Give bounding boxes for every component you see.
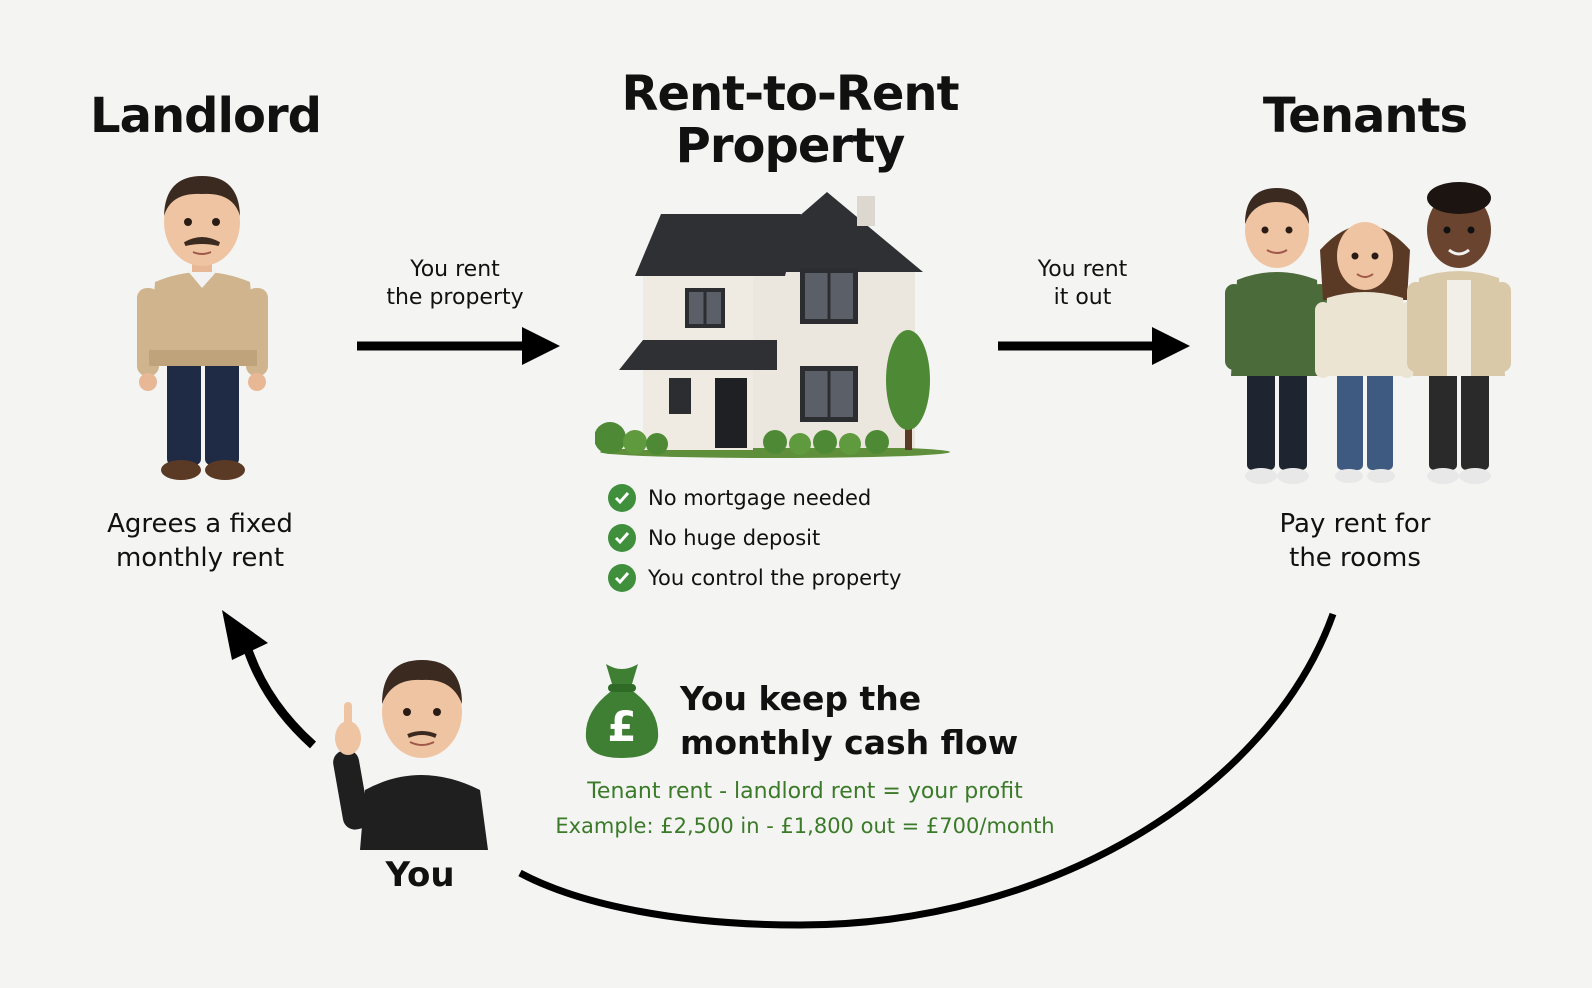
landlord-heading: Landlord	[90, 88, 322, 144]
check-icon	[608, 564, 636, 592]
tenants-heading: Tenants	[1262, 88, 1468, 144]
you-figure	[333, 660, 488, 850]
benefit-label: No mortgage needed	[648, 486, 872, 510]
profit-formula: Tenant rent - landlord rent = your profi…	[587, 779, 1023, 804]
property-heading-line1: Rent-to-Rent	[621, 66, 959, 122]
tenant-figure	[1225, 188, 1329, 484]
tenants-caption-line2: the rooms	[1289, 543, 1421, 573]
landlord-caption-line1: Agrees a fixed	[107, 509, 293, 539]
arrow-label-to-tenants: You rent it out	[1000, 256, 1165, 312]
arrow-label-to-property-line1: You rent	[410, 257, 500, 282]
tenant-figure	[1315, 222, 1415, 483]
check-icon	[608, 484, 636, 512]
profit-example: Example: £2,500 in - £1,800 out = £700/m…	[555, 814, 1055, 838]
arrow-to-property	[357, 327, 560, 365]
cash-title-line1: You keep the	[680, 679, 922, 718]
house-illustration	[595, 192, 950, 458]
benefit-item: No huge deposit	[608, 518, 901, 558]
property-heading: Rent-to-Rent Property	[590, 68, 990, 172]
money-bag-symbol: £	[607, 702, 637, 751]
cash-title-line2: monthly cash flow	[680, 723, 1019, 762]
you-label: You	[385, 855, 455, 895]
tenant-figure	[1407, 182, 1511, 484]
arrow-label-to-tenants-line1: You rent	[1037, 257, 1128, 282]
money-bag-shape	[585, 664, 659, 758]
arrow-label-to-property: You rent the property	[360, 256, 550, 312]
benefits-list: No mortgage needed No huge deposit You c…	[608, 478, 901, 598]
cash-title: You keep the monthly cash flow	[680, 677, 1040, 765]
check-icon	[608, 524, 636, 552]
tenants-group	[1225, 182, 1511, 484]
landlord-caption-line2: monthly rent	[115, 543, 285, 573]
benefit-label: No huge deposit	[648, 526, 821, 550]
arrow-you-to-landlord-head	[222, 610, 268, 660]
arrow-to-tenants	[998, 327, 1190, 365]
landlord-figure	[137, 176, 268, 480]
arrow-label-to-property-line2: the property	[386, 285, 524, 310]
benefit-label: You control the property	[648, 566, 902, 590]
benefit-item: No mortgage needed	[608, 478, 901, 518]
arrow-tenants-to-you	[518, 612, 1337, 929]
property-heading-line2: Property	[675, 118, 906, 174]
tenants-caption-line1: Pay rent for	[1279, 509, 1431, 539]
landlord-caption: Agrees a fixed monthly rent	[70, 507, 330, 575]
benefit-item: You control the property	[608, 558, 901, 598]
arrow-you-to-landlord	[243, 648, 316, 749]
money-bag-icon: £	[582, 660, 662, 760]
tenants-caption: Pay rent for the rooms	[1240, 507, 1470, 575]
arrow-label-to-tenants-line2: it out	[1053, 285, 1112, 310]
